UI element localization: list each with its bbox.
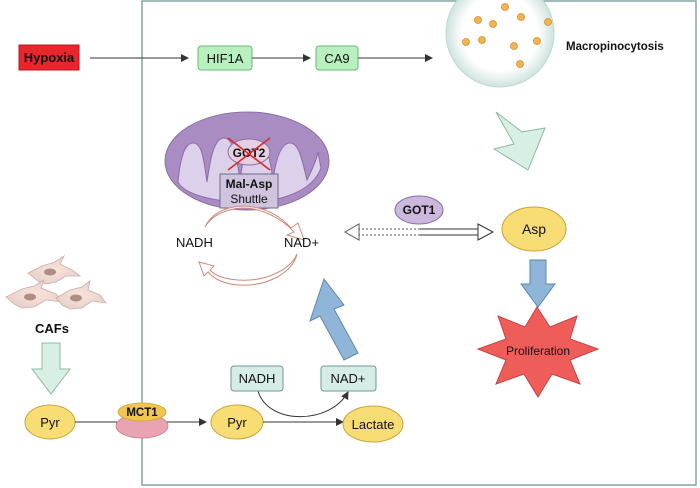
pyr-inside-label: Pyr	[227, 415, 247, 430]
nadh-cycle-label: NADH	[176, 235, 213, 250]
mct1-transporter: MCT1	[115, 402, 169, 439]
proliferation-node: Proliferation	[476, 306, 600, 398]
nad-cycle-label: NAD+	[284, 235, 319, 250]
pyr-outside-node: Pyr	[24, 404, 76, 440]
cafs-label: CAFs	[35, 321, 69, 336]
nad-box-label: NAD+	[330, 371, 365, 386]
mct1-label: MCT1	[126, 407, 158, 419]
got2-cross-line-2	[227, 137, 271, 171]
lactate-to-nad-arrow	[309, 277, 359, 361]
nutrient-particles	[462, 3, 552, 68]
cell-boundary	[141, 0, 697, 486]
macropinocytosis-label: Macropinocytosis	[566, 41, 664, 53]
lactate-label: Lactate	[352, 417, 395, 432]
macropinocytosis-to-asp-arrow	[492, 111, 546, 171]
hif1a-node: HIF1A	[197, 45, 253, 71]
macropinosome	[445, 0, 555, 88]
got1-node: GOT1	[394, 195, 444, 225]
asp-node: Asp	[501, 206, 567, 252]
got2-node: GOT2	[227, 137, 271, 171]
nad-box-node: NAD+	[320, 365, 377, 392]
asp-label: Asp	[522, 221, 546, 237]
cafs-fibroblast-cells	[5, 254, 107, 310]
nadh-box-label: NADH	[239, 371, 276, 386]
hif1a-label: HIF1A	[207, 51, 244, 66]
mal-asp-shuttle-node: Mal-Asp Shuttle	[219, 173, 279, 209]
asp-to-proliferation-arrow	[520, 259, 556, 308]
lactate-node: Lactate	[342, 405, 404, 443]
hypoxia-node: Hypoxia	[18, 44, 80, 71]
proliferation-label: Proliferation	[506, 344, 570, 358]
shuttle-label: Shuttle	[230, 192, 268, 206]
mal-asp-label: Mal-Asp	[226, 177, 273, 191]
nadh-to-nad-cycle-arrow	[204, 205, 305, 241]
got1-label: GOT1	[403, 203, 436, 217]
nadh-to-nad-conversion-arrow	[257, 390, 349, 418]
hypoxia-label: Hypoxia	[24, 50, 75, 65]
cafs-to-pyr-arrow	[30, 342, 72, 395]
nad-to-nadh-cycle-arrow	[198, 253, 298, 286]
ca9-node: CA9	[315, 45, 359, 71]
got1-exchange-arrow	[343, 223, 495, 241]
pyr-outside-label: Pyr	[40, 415, 60, 430]
ca9-label: CA9	[324, 51, 349, 66]
nadh-box-node: NADH	[230, 365, 284, 392]
pyr-inside-node: Pyr	[210, 404, 264, 440]
